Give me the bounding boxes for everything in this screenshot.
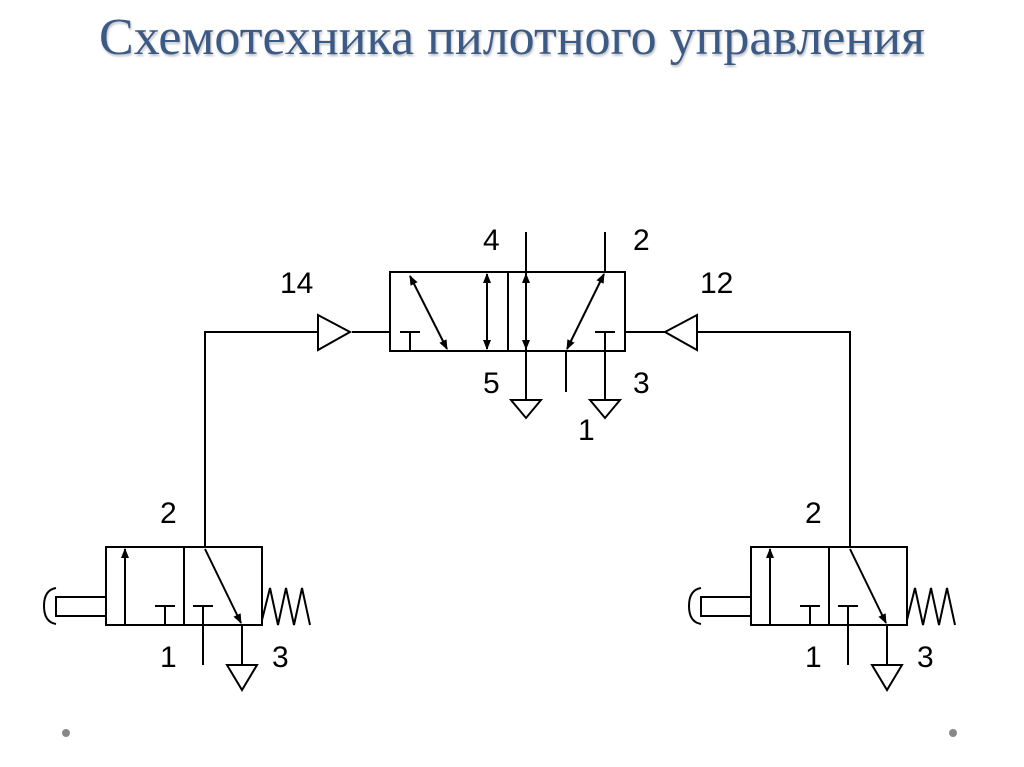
label-port-1: 1 <box>578 414 595 447</box>
right-label-2: 2 <box>805 497 822 530</box>
label-port-2: 2 <box>633 224 650 257</box>
label-port-5: 5 <box>483 367 500 400</box>
label-pilot-14: 14 <box>280 267 313 300</box>
right-label-1: 1 <box>805 641 822 674</box>
main-5-2-valve <box>204 232 851 548</box>
slide-title: Схемотехника пилотного управления <box>99 9 925 66</box>
left-3-2-valve[interactable] <box>42 546 311 692</box>
left-label-2: 2 <box>160 497 177 530</box>
label-port-3: 3 <box>633 367 650 400</box>
bullet-dot-left <box>62 729 70 737</box>
bullet-dot-right <box>949 729 957 737</box>
right-label-3: 3 <box>917 641 934 674</box>
right-3-2-valve[interactable] <box>689 547 955 690</box>
label-port-4: 4 <box>483 224 500 257</box>
left-label-1: 1 <box>160 641 177 674</box>
left-label-3: 3 <box>272 641 289 674</box>
label-pilot-12: 12 <box>700 267 733 300</box>
